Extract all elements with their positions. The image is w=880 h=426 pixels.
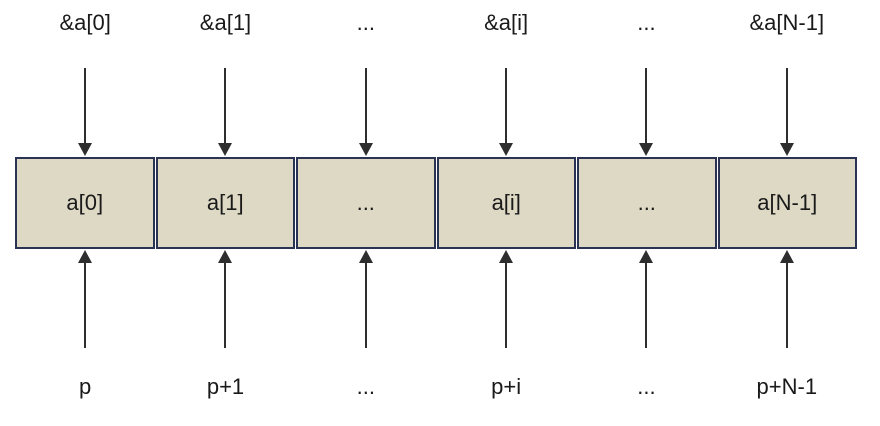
address-label: &a[0]: [59, 10, 111, 35]
pointer-label: p+1: [206, 374, 245, 399]
array-cell: a[1]: [155, 157, 295, 249]
cell-label: a[1]: [206, 190, 244, 215]
address-label-ellipsis: ...: [637, 10, 656, 35]
pointer-label-ellipsis: ...: [637, 374, 656, 399]
cell-label: a[i]: [491, 190, 521, 215]
array-cell: a[i]: [436, 157, 576, 249]
address-label: &a[1]: [199, 10, 252, 35]
address-label-row: &a[0] &a[1] ... &a[i] ... &a[N-1]: [15, 6, 857, 40]
up-arrow-icon: [639, 250, 654, 348]
cell-label: ...: [637, 190, 656, 215]
address-label: &a[N-1]: [749, 10, 825, 35]
up-arrow-row: [15, 250, 857, 348]
cell-label: a[N-1]: [757, 190, 818, 215]
address-label-ellipsis: ...: [356, 10, 375, 35]
array-cell-row: a[0] a[1] ... a[i] ... a[N-1]: [15, 157, 857, 249]
array-cell-ellipsis: ...: [577, 157, 717, 249]
pointer-label: p+i: [491, 374, 522, 399]
cell-label: a[0]: [66, 190, 104, 215]
array-cell: a[0]: [15, 157, 155, 249]
pointer-label: p: [79, 374, 92, 399]
up-arrow-icon: [358, 250, 373, 348]
down-arrow-icon: [779, 68, 794, 156]
down-arrow-icon: [499, 68, 514, 156]
pointer-label-ellipsis: ...: [356, 374, 375, 399]
up-arrow-icon: [499, 250, 514, 348]
down-arrow-row: [15, 68, 857, 156]
array-cell: a[N-1]: [717, 157, 857, 249]
address-label: &a[i]: [484, 10, 529, 35]
pointer-label: p+N-1: [756, 374, 818, 399]
down-arrow-icon: [218, 68, 233, 156]
up-arrow-icon: [78, 250, 93, 348]
up-arrow-icon: [779, 250, 794, 348]
down-arrow-icon: [358, 68, 373, 156]
array-cell-ellipsis: ...: [296, 157, 436, 249]
up-arrow-icon: [218, 250, 233, 348]
cell-label: ...: [356, 190, 375, 215]
down-arrow-icon: [639, 68, 654, 156]
pointer-label-row: p p+1 ... p+i ... p+N-1: [15, 370, 857, 404]
down-arrow-icon: [78, 68, 93, 156]
